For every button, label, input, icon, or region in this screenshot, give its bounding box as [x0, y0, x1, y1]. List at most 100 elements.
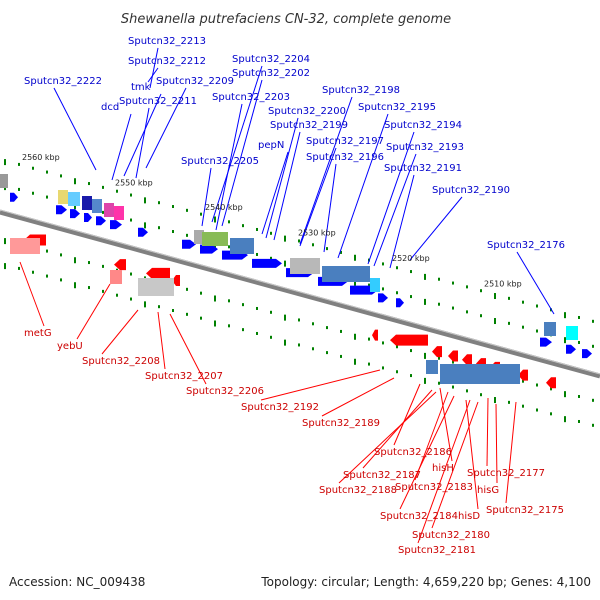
scale-tick	[144, 301, 146, 308]
scale-tick	[312, 322, 314, 326]
scale-tick	[242, 328, 244, 332]
scale-tick	[298, 239, 300, 243]
forward-gene-label: Sputcn32_2196	[306, 152, 384, 163]
feature-box	[290, 258, 320, 274]
forward-leader-line	[211, 65, 263, 223]
scale-tick	[298, 343, 300, 347]
scale-tick	[410, 349, 412, 353]
scale-tick	[466, 310, 468, 314]
scale-tick	[438, 356, 440, 360]
feature-box	[202, 232, 228, 246]
reverse-gene-label: hisH	[432, 463, 454, 474]
reverse-gene-label: Sputcn32_2206	[186, 386, 264, 397]
scale-tick	[522, 404, 524, 408]
scale-tick	[88, 261, 90, 265]
feature-box	[104, 203, 114, 217]
forward-gene-arrow	[110, 220, 122, 230]
scale-tick	[494, 397, 496, 404]
scale-tick	[494, 318, 496, 325]
scale-label: 2510 kbp	[484, 279, 522, 288]
scale-tick	[326, 326, 328, 330]
scale-tick	[158, 226, 160, 230]
scale-tick	[284, 235, 286, 242]
reverse-gene-label: Sputcn32_2186	[374, 447, 452, 458]
forward-gene-arrow	[10, 192, 18, 202]
forward-gene-label: Sputcn32_2190	[432, 185, 510, 196]
forward-leader-line	[149, 47, 159, 89]
reverse-leader-line	[417, 399, 471, 544]
reverse-leader-line	[338, 391, 437, 484]
genome-backbone	[0, 209, 600, 379]
reverse-gene-arrow	[372, 329, 378, 341]
scale-tick	[74, 257, 76, 264]
scale-tick	[116, 189, 118, 193]
scale-tick	[284, 260, 286, 267]
forward-gene-arrow	[70, 209, 80, 219]
feature-box	[0, 174, 8, 188]
scale-tick	[536, 329, 538, 333]
feature-box	[138, 278, 174, 296]
scale-tick	[326, 247, 328, 251]
scale-tick	[256, 331, 258, 335]
scale-tick	[46, 274, 48, 278]
scale-tick	[186, 287, 188, 291]
scale-tick	[200, 316, 202, 320]
scale-tick	[438, 302, 440, 306]
scale-tick	[340, 250, 342, 254]
forward-gene-arrow	[96, 216, 106, 226]
forward-gene-label: Sputcn32_2194	[384, 120, 462, 131]
forward-leader-line	[221, 79, 263, 227]
scale-tick	[536, 304, 538, 308]
forward-gene-arrow	[200, 244, 218, 254]
forward-leader-line	[323, 163, 337, 253]
reverse-gene-arrow	[546, 377, 556, 389]
scale-tick	[228, 324, 230, 328]
reverse-leader-line	[399, 395, 455, 510]
scale-tick	[74, 178, 76, 185]
reverse-leader-line	[393, 383, 421, 446]
forward-gene-label: Sputcn32_2202	[232, 68, 310, 79]
scale-tick	[424, 273, 426, 280]
reverse-gene-label: Sputcn32_2192	[241, 402, 319, 413]
forward-gene-arrow	[84, 212, 92, 222]
scale-tick	[4, 263, 6, 270]
reverse-gene-label: Sputcn32_2183	[395, 482, 473, 493]
scale-tick	[550, 412, 552, 416]
scale-tick	[592, 344, 594, 348]
reverse-leader-line	[169, 313, 207, 385]
scale-tick	[452, 360, 454, 364]
feature-box	[114, 206, 124, 220]
scale-tick	[396, 266, 398, 270]
forward-gene-arrow	[396, 298, 404, 308]
feature-box	[194, 230, 204, 244]
reverse-gene-label: metG	[24, 328, 52, 339]
reverse-leader-line	[321, 377, 395, 417]
scale-tick	[130, 218, 132, 222]
scale-tick	[242, 303, 244, 307]
forward-gene-label: Sputcn32_2205	[181, 156, 259, 167]
feature-box	[544, 322, 556, 336]
scale-tick	[60, 278, 62, 282]
scale-tick	[382, 341, 384, 345]
genome-summary-text: Topology: circular; Length: 4,659,220 bp…	[260, 575, 591, 589]
scale-tick	[522, 300, 524, 304]
feature-box	[322, 266, 370, 282]
scale-tick	[158, 201, 160, 205]
reverse-gene-arrow	[518, 369, 528, 381]
scale-tick	[32, 191, 34, 195]
forward-leader-line	[135, 107, 150, 179]
forward-leader-line	[409, 196, 463, 261]
reverse-gene-arrow	[462, 354, 472, 366]
forward-gene-label: Sputcn32_2195	[358, 102, 436, 113]
feature-box	[58, 190, 68, 204]
scale-tick	[424, 377, 426, 384]
scale-tick	[186, 312, 188, 316]
reverse-gene-label: hisD	[458, 511, 480, 522]
scale-tick	[74, 282, 76, 289]
scale-tick	[508, 296, 510, 300]
forward-leader-line	[201, 167, 212, 227]
scale-tick	[592, 319, 594, 323]
forward-leader-line	[53, 87, 97, 171]
scale-tick	[228, 245, 230, 249]
scale-tick	[46, 170, 48, 174]
